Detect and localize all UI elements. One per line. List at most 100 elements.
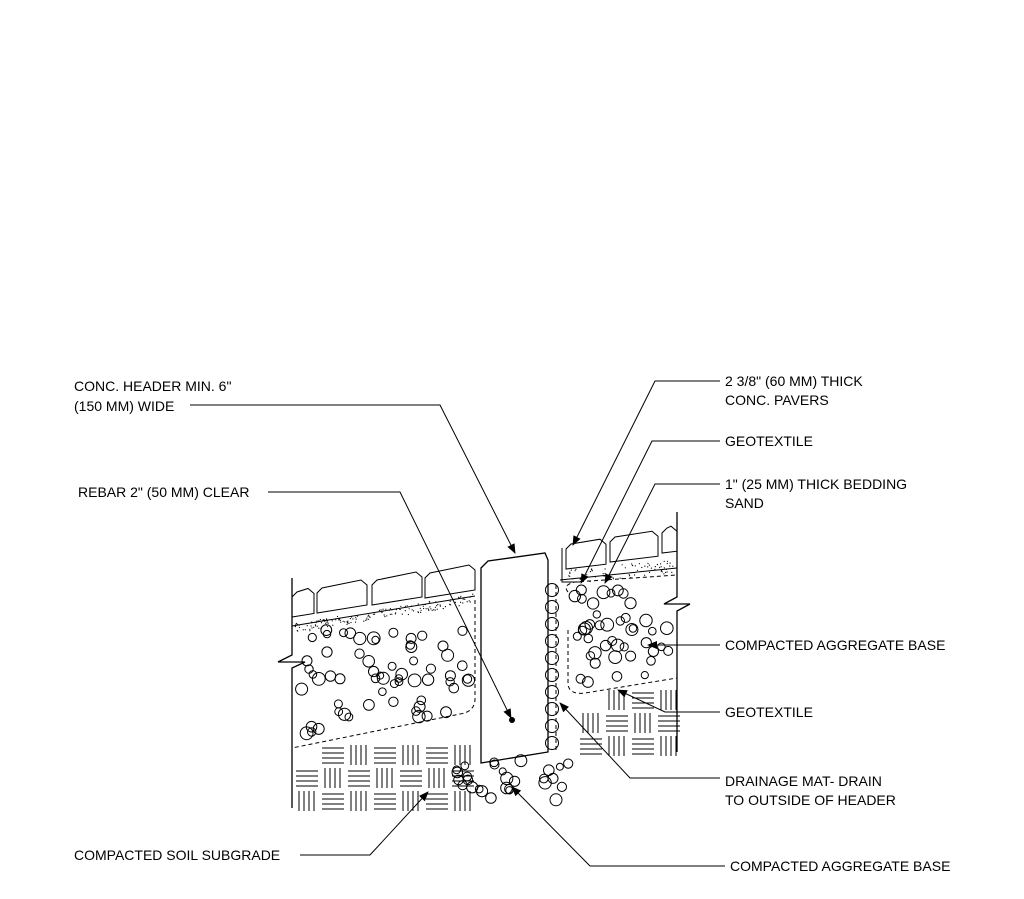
sand-dot — [628, 574, 630, 576]
aggregate-stone — [474, 784, 484, 794]
sand-dot — [316, 620, 318, 622]
sand-dot — [468, 600, 470, 602]
aggregate-stone — [307, 727, 317, 737]
aggregate-stone — [592, 610, 601, 619]
sand-dot — [318, 627, 320, 629]
sand-dot — [463, 597, 465, 599]
sand-dot — [466, 601, 468, 603]
sand-dot — [442, 608, 444, 610]
aggregate-stone — [615, 616, 625, 626]
sand-dot — [326, 618, 328, 621]
sand-dot — [460, 601, 462, 604]
sand-dot — [621, 564, 623, 566]
aggregate-stone — [575, 584, 587, 596]
aggregate-stone — [395, 667, 409, 681]
sand-dot — [372, 613, 375, 615]
sand-dot — [340, 621, 342, 623]
sand-dot — [630, 577, 632, 579]
section-drawing — [277, 512, 691, 811]
sand-dot — [644, 574, 646, 576]
sand-dot — [612, 577, 614, 579]
drainage-ball — [545, 583, 559, 597]
sand-dot — [669, 565, 671, 567]
sand-dot — [666, 562, 668, 565]
sand-dot — [603, 575, 605, 577]
sand-dot — [395, 609, 397, 611]
sand-dot — [604, 573, 606, 575]
sand-dot — [425, 608, 427, 610]
aggregate-stone — [575, 673, 586, 684]
drainage-ball — [545, 668, 559, 682]
sand-dot — [318, 620, 320, 622]
aggregate-stone — [445, 677, 455, 687]
soil-hatching — [296, 690, 680, 811]
aggregate-stone — [344, 627, 357, 640]
sand-dot — [594, 576, 597, 578]
label-sand-line1: 1" (25 MM) THICK BEDDING — [725, 476, 907, 492]
sand-dot — [586, 574, 588, 576]
sand-dot — [298, 626, 300, 629]
label-geotextile-bottom: GEOTEXTILE — [725, 704, 813, 720]
sand-dot — [629, 575, 631, 577]
aggregate-stone — [409, 656, 419, 666]
sand-dot — [382, 608, 384, 610]
paver — [316, 579, 368, 614]
aggregate-stone — [405, 641, 418, 653]
sand-dot — [604, 568, 606, 570]
right-geotextile — [567, 630, 678, 694]
paver — [661, 525, 678, 554]
paver — [291, 587, 315, 618]
aggregate-stone — [299, 726, 314, 741]
sand-dot — [572, 578, 574, 580]
sand-dot — [569, 581, 571, 583]
drainage-ball — [545, 651, 559, 665]
aggregate-stone — [647, 645, 660, 658]
sand-dot — [602, 573, 604, 575]
sand-dot — [663, 573, 665, 575]
aggregate-stone — [611, 671, 623, 682]
label-soil-subgrade: COMPACTED SOIL SUBGRADE — [74, 847, 280, 863]
aggregate-stone — [339, 628, 348, 638]
sand-dot — [631, 564, 634, 567]
sand-dot — [374, 613, 376, 615]
aggregate-stone — [594, 620, 605, 631]
aggregate-stone — [321, 646, 333, 658]
aggregate-stone — [549, 793, 563, 807]
aggregate-stone — [440, 706, 452, 719]
aggregate-stone — [624, 597, 637, 610]
sand-dot — [395, 612, 397, 614]
sand-dot — [433, 609, 435, 611]
left-pavers — [291, 564, 476, 618]
aggregate-stone — [448, 682, 460, 694]
sand-dot — [427, 607, 429, 609]
aggregate-stone — [363, 699, 375, 711]
left-break-line — [277, 578, 306, 808]
sand-dot — [665, 571, 667, 574]
aggregate-stone — [462, 674, 473, 684]
aggregate-stone — [311, 672, 326, 686]
sand-dot — [338, 619, 340, 621]
aggregate-stone — [344, 712, 354, 722]
sand-dot — [636, 569, 639, 571]
drainage-ball — [545, 685, 559, 699]
sand-dot — [647, 562, 649, 565]
sand-dot — [430, 608, 432, 610]
sand-dot — [386, 615, 388, 617]
aggregate-stone — [388, 627, 399, 638]
sand-dot — [319, 619, 321, 621]
sand-dot — [419, 607, 421, 609]
sand-dot — [641, 566, 643, 569]
sand-dot — [311, 627, 313, 629]
label-rebar: REBAR 2" (50 MM) CLEAR — [78, 484, 249, 500]
sand-dot — [671, 571, 673, 574]
sand-dot — [449, 603, 451, 606]
sand-dot — [399, 608, 401, 611]
aggregate-stone — [543, 764, 555, 777]
sand-dot — [324, 620, 326, 622]
concrete-header — [480, 552, 549, 764]
aggregate-stone — [413, 700, 426, 713]
sand-dot — [666, 560, 669, 562]
sand-dot — [647, 566, 649, 568]
sand-dot — [380, 609, 382, 611]
aggregate-stone — [457, 625, 468, 636]
